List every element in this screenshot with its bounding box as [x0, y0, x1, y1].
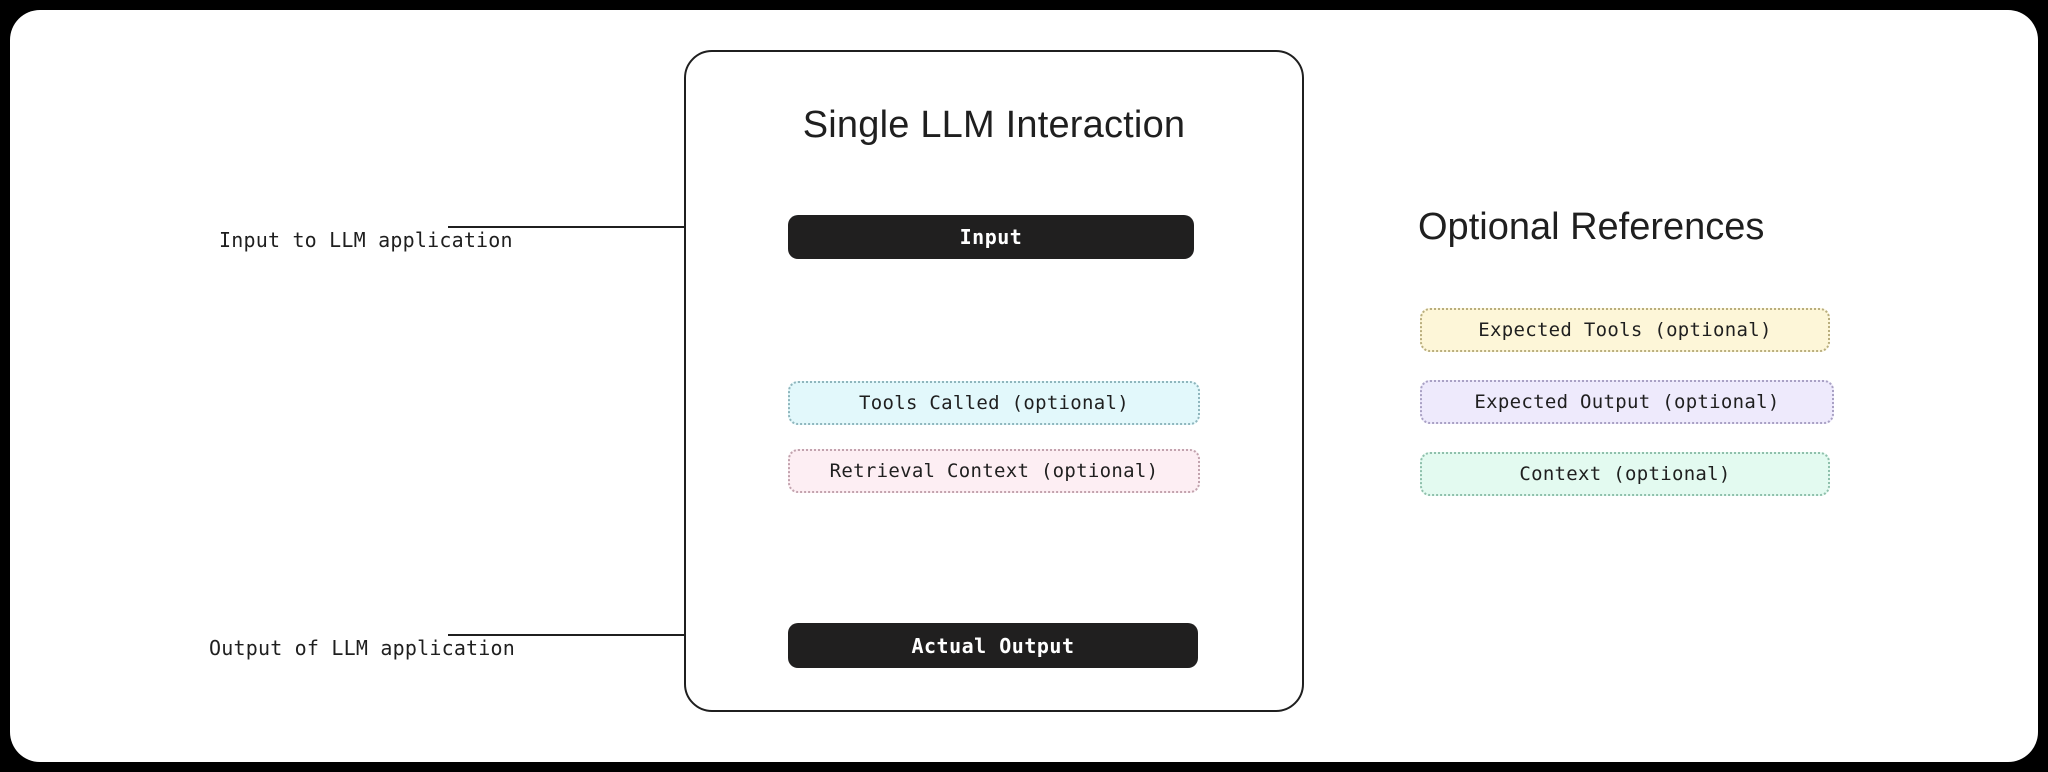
- diagram-canvas: Single LLM Interaction Input Tools Calle…: [10, 10, 2038, 762]
- reference-expected-tools[interactable]: Expected Tools (optional): [1420, 308, 1830, 352]
- reference-expected-output[interactable]: Expected Output (optional): [1420, 380, 1834, 424]
- node-retrieval-context[interactable]: Retrieval Context (optional): [788, 449, 1200, 493]
- node-tools-called[interactable]: Tools Called (optional): [788, 381, 1200, 425]
- optional-references-title: Optional References: [1418, 206, 1765, 248]
- annotation-output-of-llm: Output of LLM application: [209, 636, 516, 660]
- group-title: Single LLM Interaction: [802, 104, 1186, 146]
- reference-context[interactable]: Context (optional): [1420, 452, 1830, 496]
- annotation-input-to-llm: Input to LLM application: [219, 228, 513, 252]
- node-input[interactable]: Input: [788, 215, 1194, 259]
- node-actual-output[interactable]: Actual Output: [788, 623, 1198, 668]
